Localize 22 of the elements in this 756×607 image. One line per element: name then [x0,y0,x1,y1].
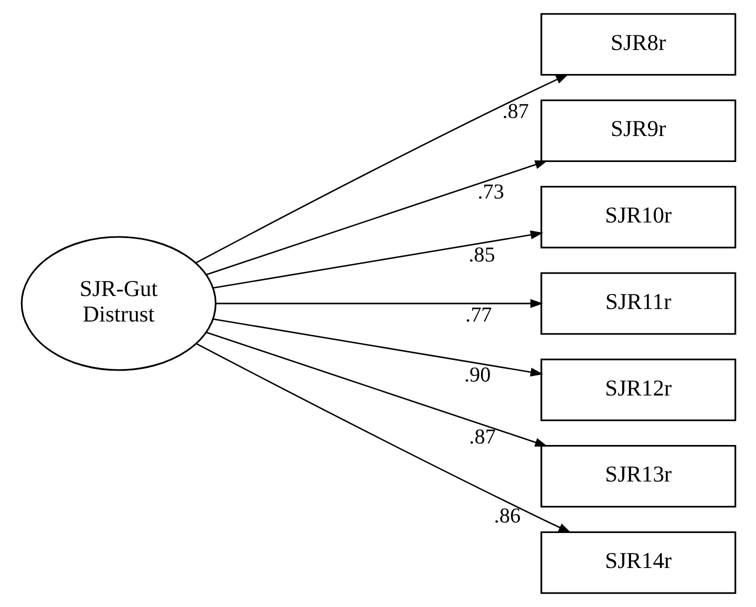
edge-label: .85 [468,242,495,266]
edge-label: .73 [477,179,504,204]
node-box: SJR10r [540,186,736,248]
arrow [196,343,571,533]
node-box: SJR12r [540,358,736,422]
arrow [216,299,543,308]
node-box: SJR11r [540,272,736,335]
edge-label: .87 [468,424,496,449]
node-box: SJR14r [540,531,736,594]
edge-label: .87 [502,98,528,123]
arrow [206,160,548,276]
node-box: SJR9r [540,99,736,162]
node-box: SJR8r [540,13,736,76]
edge-label: .77 [464,302,492,327]
arrow [206,332,548,447]
arrow [212,230,543,289]
node-box: SJR13r [540,444,736,508]
node-ellipse: SJR-Gut Distrust [20,236,216,371]
edge-label: .86 [494,504,520,528]
edge-label: .90 [464,362,490,387]
arrow [195,74,568,264]
arrow [212,318,543,377]
